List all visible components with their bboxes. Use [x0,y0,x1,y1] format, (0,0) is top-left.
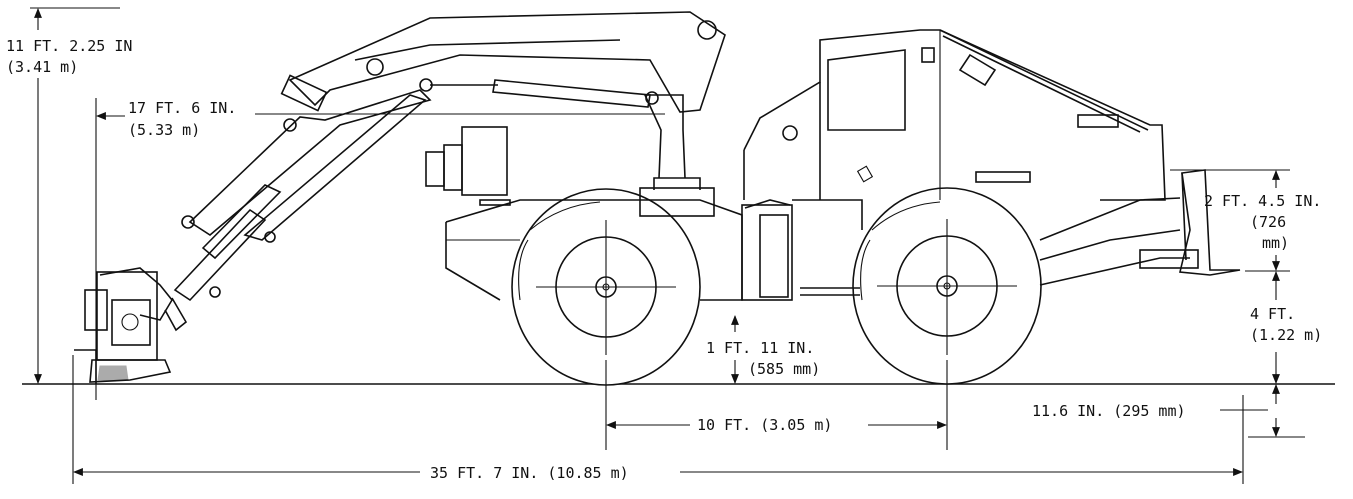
grapple-head [74,267,188,384]
overall-height-metric: (3.41 m) [6,58,78,76]
dim-overall-length [72,355,1244,484]
dozer-blade [1139,169,1241,276]
wheelbase-label: 10 FT. (3.05 m) [697,416,832,434]
boom-reach-metric: (5.33 m) [128,121,200,139]
dim-boom-reach [95,98,665,400]
overall-height-label: 11 FT. 2.25 IN [6,37,132,55]
loader-boom [173,11,726,302]
front-wheel [852,187,1042,385]
boom-reach-label: 17 FT. 6 IN. [128,99,236,117]
ground-clearance-metric: (585 mm) [748,360,820,378]
blade-lift-label: 4 FT. [1250,305,1295,323]
rear-wheel [511,188,701,386]
chassis [425,29,1190,301]
blade-drop-label: 11.6 IN. (295 mm) [1032,402,1186,420]
blade-lift-metric: (1.22 m) [1250,326,1322,344]
blade-height-metric-2: mm) [1262,234,1289,252]
blade-height-label: 2 FT. 4.5 IN. [1204,192,1321,210]
overall-length-label: 35 FT. 7 IN. (10.85 m) [430,464,629,482]
dim-blade-height [1170,169,1290,272]
dim-wheelbase [605,360,948,450]
ground-clearance-label: 1 FT. 11 IN. [706,339,814,357]
blade-height-metric-1: (726 [1250,213,1286,231]
dim-blade-drop [1220,384,1305,438]
dim-overall-height [30,7,120,384]
